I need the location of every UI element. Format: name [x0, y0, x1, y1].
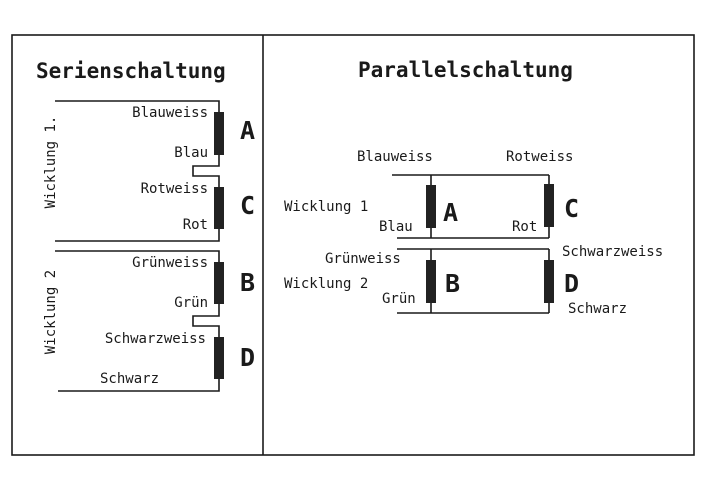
coil-a — [426, 185, 436, 228]
coil-b — [214, 262, 224, 304]
parallel-winding2-label: Wicklung 2 — [284, 276, 368, 292]
coil-label-a: A — [443, 198, 458, 227]
label-blauweiss: Blauweiss — [132, 105, 208, 121]
coil-label-d: D — [240, 343, 255, 372]
label-schwarzweiss: Schwarzweiss — [562, 244, 663, 260]
parallel-winding1-label: Wicklung 1 — [284, 199, 368, 215]
parallel-title: Parallelschaltung — [358, 58, 573, 82]
coil-a — [214, 112, 224, 155]
label-rot: Rot — [183, 217, 208, 233]
coil-label-c: C — [564, 194, 579, 223]
series-wire-winding2 — [55, 250, 220, 392]
coil-c — [214, 187, 224, 229]
label-gruen: Grün — [174, 295, 208, 311]
label-blauweiss: Blauweiss — [357, 149, 433, 165]
coil-label-b: B — [445, 269, 460, 298]
parallel-wire-winding2 — [397, 248, 550, 314]
parallel-panel: Parallelschaltung Blauweiss Rotweiss Wic… — [284, 58, 663, 317]
label-rotweiss: Rotweiss — [506, 149, 573, 165]
coil-label-a: A — [240, 116, 255, 145]
label-schwarzweiss: Schwarzweiss — [105, 331, 206, 347]
coil-d — [544, 260, 554, 303]
label-blau: Blau — [379, 219, 413, 235]
label-schwarz: Schwarz — [568, 301, 627, 317]
coil-b — [426, 260, 436, 303]
series-wire-winding1 — [55, 100, 220, 242]
label-gruenweiss: Grünweiss — [325, 251, 401, 267]
coil-label-b: B — [240, 268, 255, 297]
label-gruenweiss: Grünweiss — [132, 255, 208, 271]
coil-label-d: D — [564, 269, 579, 298]
label-schwarz: Schwarz — [100, 371, 159, 387]
label-rot: Rot — [512, 219, 537, 235]
label-rotweiss: Rotweiss — [141, 181, 208, 197]
outer-frame — [11, 34, 695, 456]
coil-d — [214, 337, 224, 379]
coil-c — [544, 184, 554, 227]
label-blau: Blau — [174, 145, 208, 161]
series-title: Serienschaltung — [36, 59, 226, 83]
label-gruen: Grün — [382, 291, 416, 307]
series-winding2-label: Wicklung 2 — [43, 270, 59, 354]
series-winding1-label: Wicklung 1. — [43, 116, 59, 209]
series-panel: Serienschaltung Blauweiss Blau Rotweiss … — [36, 59, 255, 392]
coil-label-c: C — [240, 191, 255, 220]
